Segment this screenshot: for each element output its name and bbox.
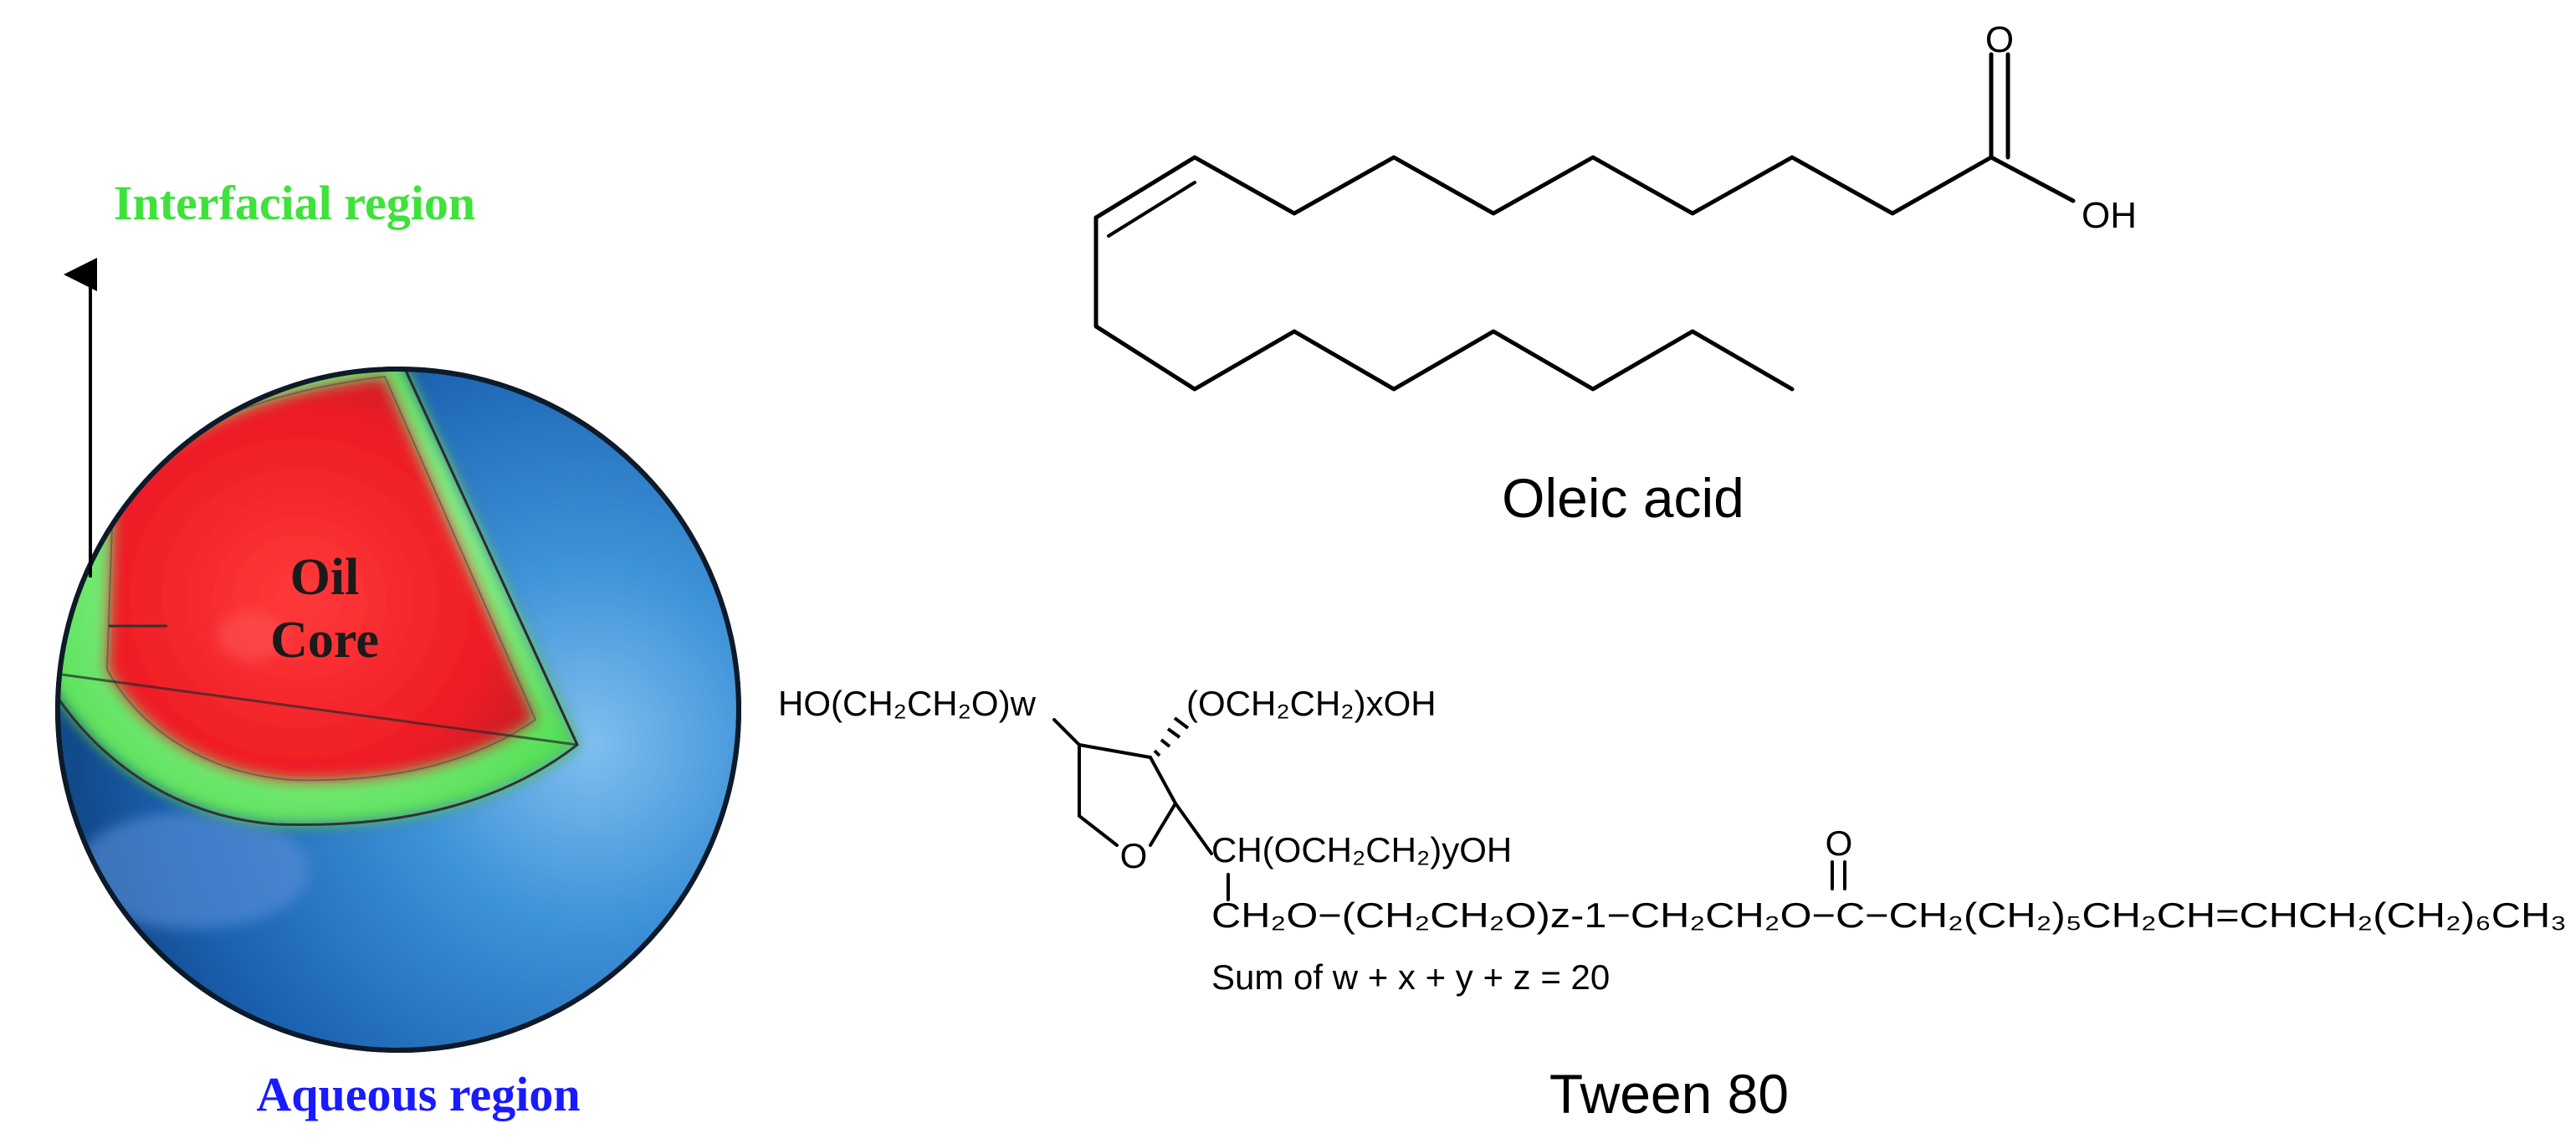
interfacial-region-label: Interfacial region	[114, 176, 475, 230]
oleic-hydroxyl: OH	[2082, 195, 2137, 236]
tween80-x-chain: (OCH₂CH₂)xOH	[1186, 684, 1437, 723]
hydroxyl-bond	[1989, 155, 2076, 203]
oil-core-label-line2: Core	[270, 612, 379, 669]
tween80-sum-note: Sum of w + x + y + z = 20	[1211, 957, 1610, 997]
oleic-carbonyl-o: O	[1985, 19, 2014, 60]
cis-double-bond	[1107, 181, 1196, 238]
oleic-acid-chain-upper	[1093, 155, 1994, 220]
tween80-ester-chain: CH₂O−(CH₂CH₂O)z-1−CH₂CH₂O−C−CH₂(CH₂)₅CH₂…	[1211, 895, 2567, 935]
tween80-w-chain: HO(CH₂CH₂O)w	[778, 684, 1037, 723]
oleic-acid-chain-lower	[1093, 215, 1795, 392]
aqueous-region-label: Aqueous region	[256, 1067, 580, 1121]
hashed-bond	[1153, 716, 1190, 757]
sorbitan-ring	[1078, 743, 1119, 847]
nanoemulsion-droplet	[55, 367, 741, 1053]
tween80-ester-o: O	[1826, 823, 1853, 863]
oil-core-label-line1: Oil	[290, 549, 360, 606]
oleic-acid-structure	[1093, 52, 2076, 392]
tween80-structure	[1052, 716, 1846, 901]
tween80-y-chain: CH(OCH₂CH₂)yOH	[1211, 830, 1512, 870]
tween80-ring-o: O	[1120, 836, 1148, 875]
oleic-acid-name: Oleic acid	[1502, 467, 1744, 529]
tween80-name: Tween 80	[1549, 1063, 1789, 1125]
